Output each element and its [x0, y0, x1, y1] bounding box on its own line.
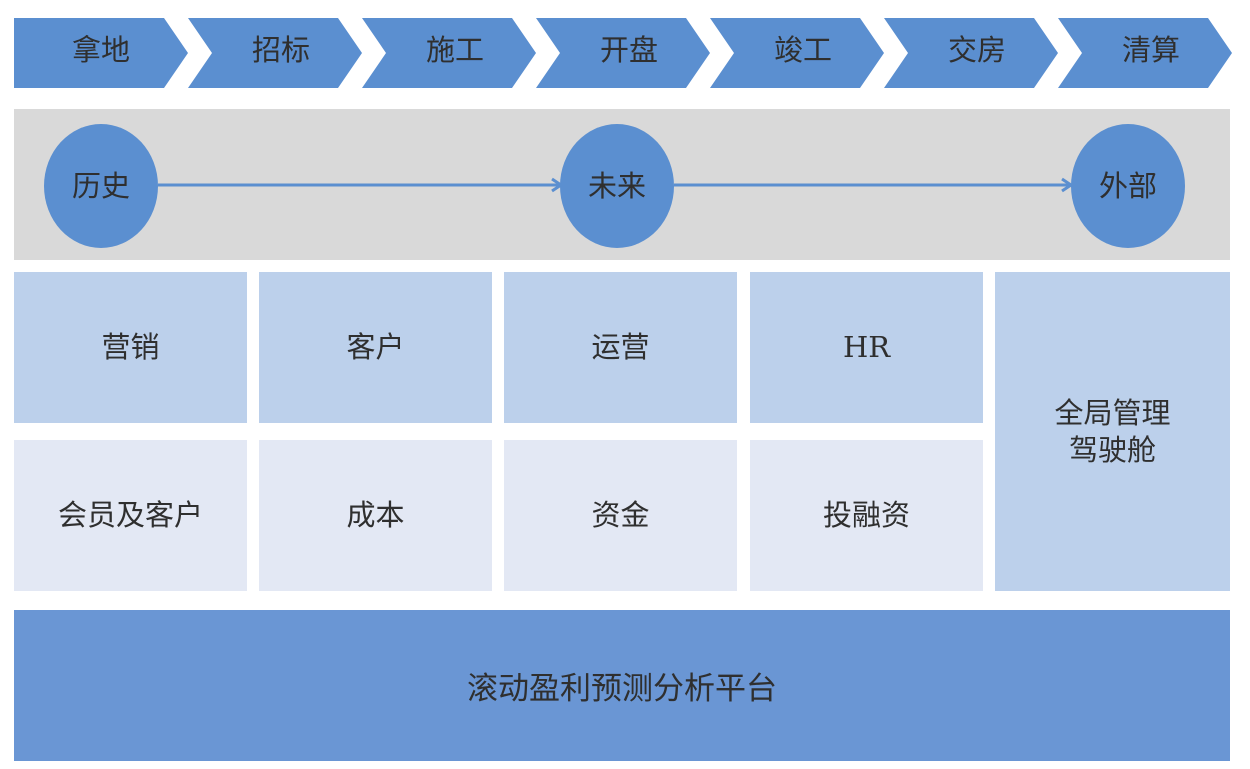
node-external	[1071, 124, 1185, 248]
stage-process-bar: 拿地 招标 施工 开盘 竣工 交房 清算	[0, 0, 1250, 100]
module-members-customers-label: 会员及客户	[57, 498, 203, 533]
module-investment-financing-label: 投融资	[822, 498, 910, 533]
module-global-cockpit-text: 全局管理 驾驶舱	[1054, 395, 1170, 468]
node-history-label: 历史	[71, 169, 130, 203]
stage-label-7: 清算	[1121, 33, 1180, 67]
module-global-cockpit-line1: 全局管理	[1054, 396, 1171, 431]
module-customer: 客户	[259, 272, 492, 423]
module-funds-label: 资金	[591, 498, 650, 533]
stage-label-4: 开盘	[599, 33, 658, 67]
node-future-label: 未来	[587, 169, 646, 203]
module-operations: 运营	[504, 272, 737, 423]
module-customer-label: 客户	[346, 330, 405, 365]
module-global-cockpit: 全局管理 驾驶舱	[995, 272, 1230, 591]
node-history	[44, 124, 158, 248]
node-external-label: 外部	[1098, 169, 1157, 203]
stage-label-2: 招标	[251, 33, 310, 67]
module-cost-label: 成本	[346, 498, 405, 533]
module-marketing: 营销	[14, 272, 247, 423]
module-funds: 资金	[504, 440, 737, 591]
node-future	[560, 124, 674, 248]
module-hr: HR	[750, 272, 983, 423]
timeline-band: 历史 未来 外部	[14, 109, 1230, 260]
platform-label: 滚动盈利预测分析平台	[467, 671, 777, 707]
module-global-cockpit-line2: 驾驶舱	[1068, 432, 1156, 467]
module-members-customers: 会员及客户	[14, 440, 247, 591]
arrowhead-future-to-external	[1061, 177, 1074, 193]
stage-label-5: 竣工	[773, 33, 832, 67]
stage-chevron-5	[710, 18, 884, 88]
module-marketing-label: 营销	[101, 330, 160, 365]
stage-chevron-7	[1058, 18, 1232, 88]
stage-chevron-3	[362, 18, 536, 88]
module-hr-label: HR	[842, 330, 891, 365]
stage-chevrons-graphic	[14, 18, 1232, 88]
module-investment-financing: 投融资	[750, 440, 983, 591]
stage-chevron-4	[536, 18, 710, 88]
platform-bar: 滚动盈利预测分析平台	[14, 610, 1230, 761]
stage-chevron-2	[188, 18, 362, 88]
timeline-graphic	[44, 124, 1185, 248]
stage-label-1: 拿地	[71, 33, 130, 67]
stage-chevron-6	[884, 18, 1058, 88]
stage-chevron-1	[14, 18, 188, 88]
module-cost: 成本	[259, 440, 492, 591]
stage-label-3: 施工	[425, 33, 484, 67]
stage-label-6: 交房	[947, 33, 1006, 67]
module-operations-label: 运营	[591, 330, 650, 365]
